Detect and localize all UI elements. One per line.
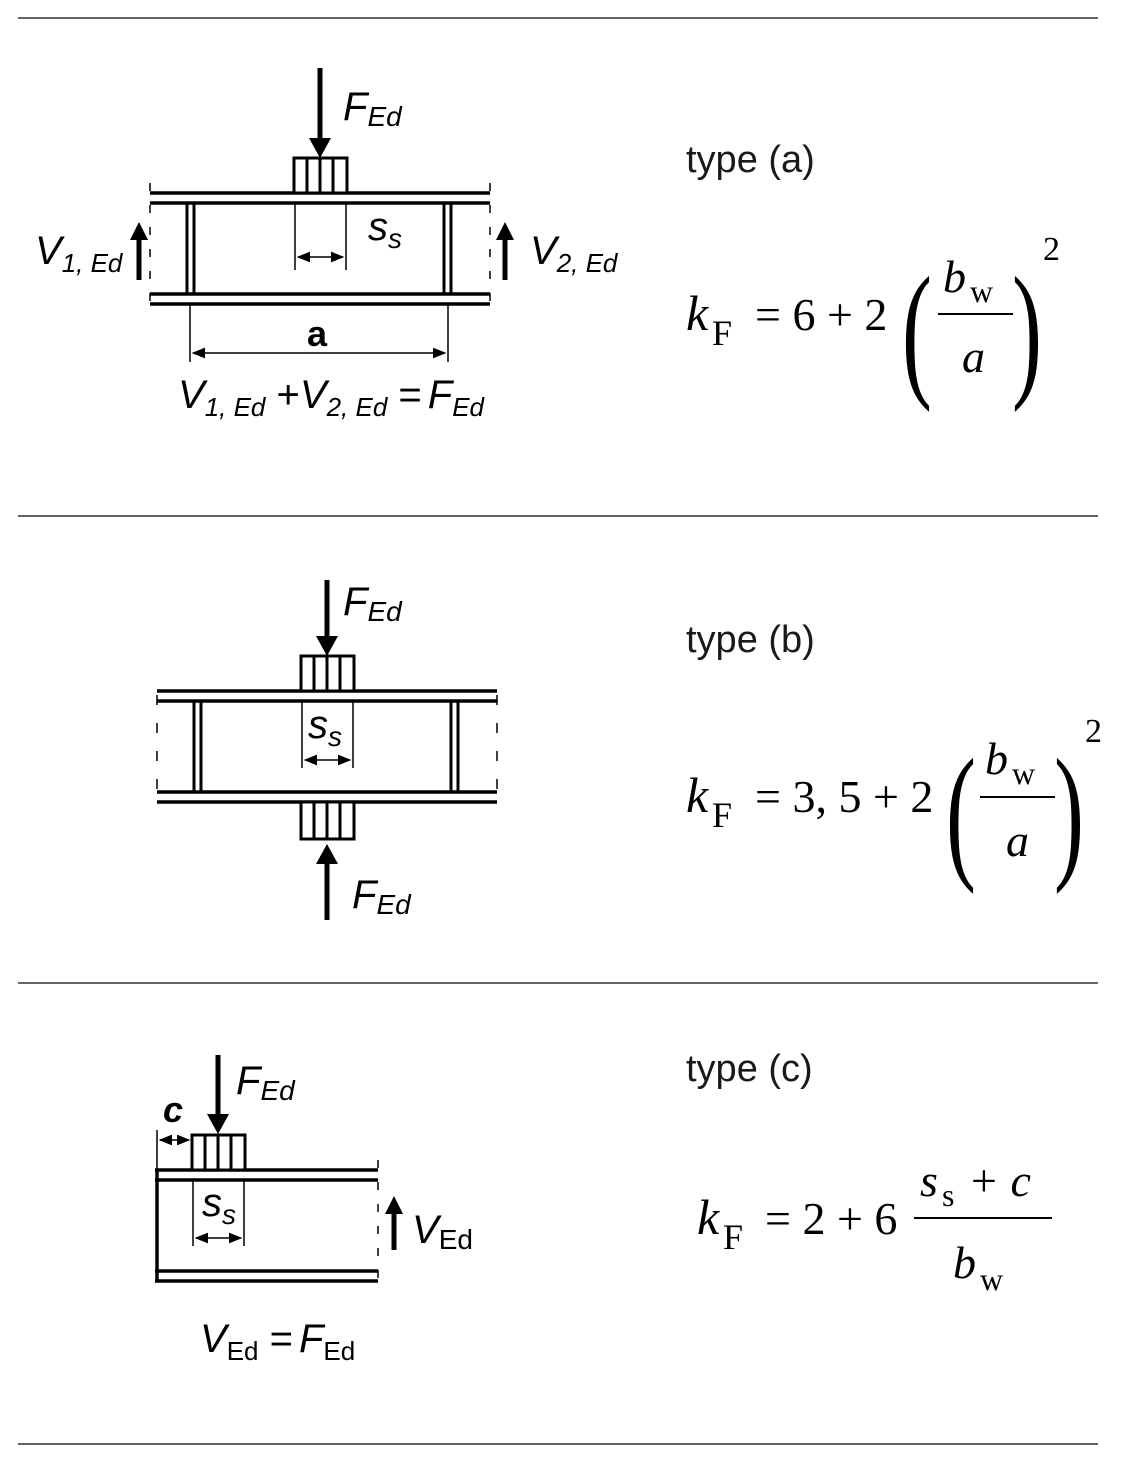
svg-text:w: w <box>970 273 993 309</box>
svg-text:2: 2 <box>1043 231 1060 268</box>
svg-text:b: b <box>985 733 1008 784</box>
svg-text:a: a <box>1006 815 1029 866</box>
svg-text:F: F <box>723 1217 743 1257</box>
svg-text:w: w <box>1012 755 1035 791</box>
svg-text:w: w <box>980 1261 1003 1297</box>
v-label-c: VEd <box>412 1208 473 1255</box>
type-c-diagram: FEd c ss VEd VEd =FEd <box>155 1055 473 1366</box>
type-a-formula: k F = 6 + 2 ( b w a ) 2 <box>686 231 1060 413</box>
right-paren: ) <box>1012 247 1042 413</box>
ss-label: ss <box>368 205 402 254</box>
type-a-label: type (a) <box>686 139 815 181</box>
load-label: FEd <box>343 85 403 132</box>
type-b-label: type (b) <box>686 619 815 661</box>
ss-label-c: ss <box>202 1181 236 1230</box>
c-label: c <box>163 1089 183 1130</box>
type-b-formula: k F = 3, 5 + 2 ( b w a ) 2 <box>686 713 1102 895</box>
svg-text:= 3, 5 + 2: = 3, 5 + 2 <box>755 771 933 822</box>
svg-text:+ c: + c <box>968 1155 1031 1206</box>
svg-text:k: k <box>686 285 709 341</box>
svg-text:a: a <box>962 331 985 382</box>
svg-text:(: ( <box>946 729 976 895</box>
v1-label: V1, Ed <box>35 229 124 278</box>
ss-label-b: ss <box>308 703 342 752</box>
type-a-diagram: FEd ss V1, Ed V2, Ed a V1, Ed +V2, Ed =F… <box>35 68 619 422</box>
bottom-load-label: FEd <box>352 873 412 920</box>
svg-text:s: s <box>920 1155 938 1206</box>
type-c-formula: k F = 2 + 6 s s + c b w <box>697 1155 1052 1297</box>
svg-text:k: k <box>697 1189 720 1245</box>
svg-text:= 2 + 6: = 2 + 6 <box>765 1193 897 1244</box>
v2-label: V2, Ed <box>530 229 619 278</box>
svg-text:F: F <box>712 795 732 835</box>
load-label-c: FEd <box>236 1059 296 1106</box>
equilibrium-equation: V1, Ed +V2, Ed =FEd <box>178 373 486 422</box>
left-paren: ( <box>902 247 932 413</box>
svg-text:b: b <box>943 251 966 302</box>
top-load-label: FEd <box>343 580 403 627</box>
a-label: a <box>307 313 328 354</box>
type-c-label: type (c) <box>686 1048 813 1090</box>
svg-text:k: k <box>686 767 709 823</box>
svg-text:): ) <box>1054 729 1084 895</box>
type-b-diagram: FEd FEd ss <box>156 580 498 920</box>
svg-text:= 6 + 2: = 6 + 2 <box>755 289 887 340</box>
equilibrium-equation-c: VEd =FEd <box>200 1317 355 1366</box>
svg-text:F: F <box>712 313 732 353</box>
svg-text:s: s <box>942 1177 954 1213</box>
svg-text:b: b <box>953 1237 976 1288</box>
svg-text:2: 2 <box>1085 713 1102 750</box>
